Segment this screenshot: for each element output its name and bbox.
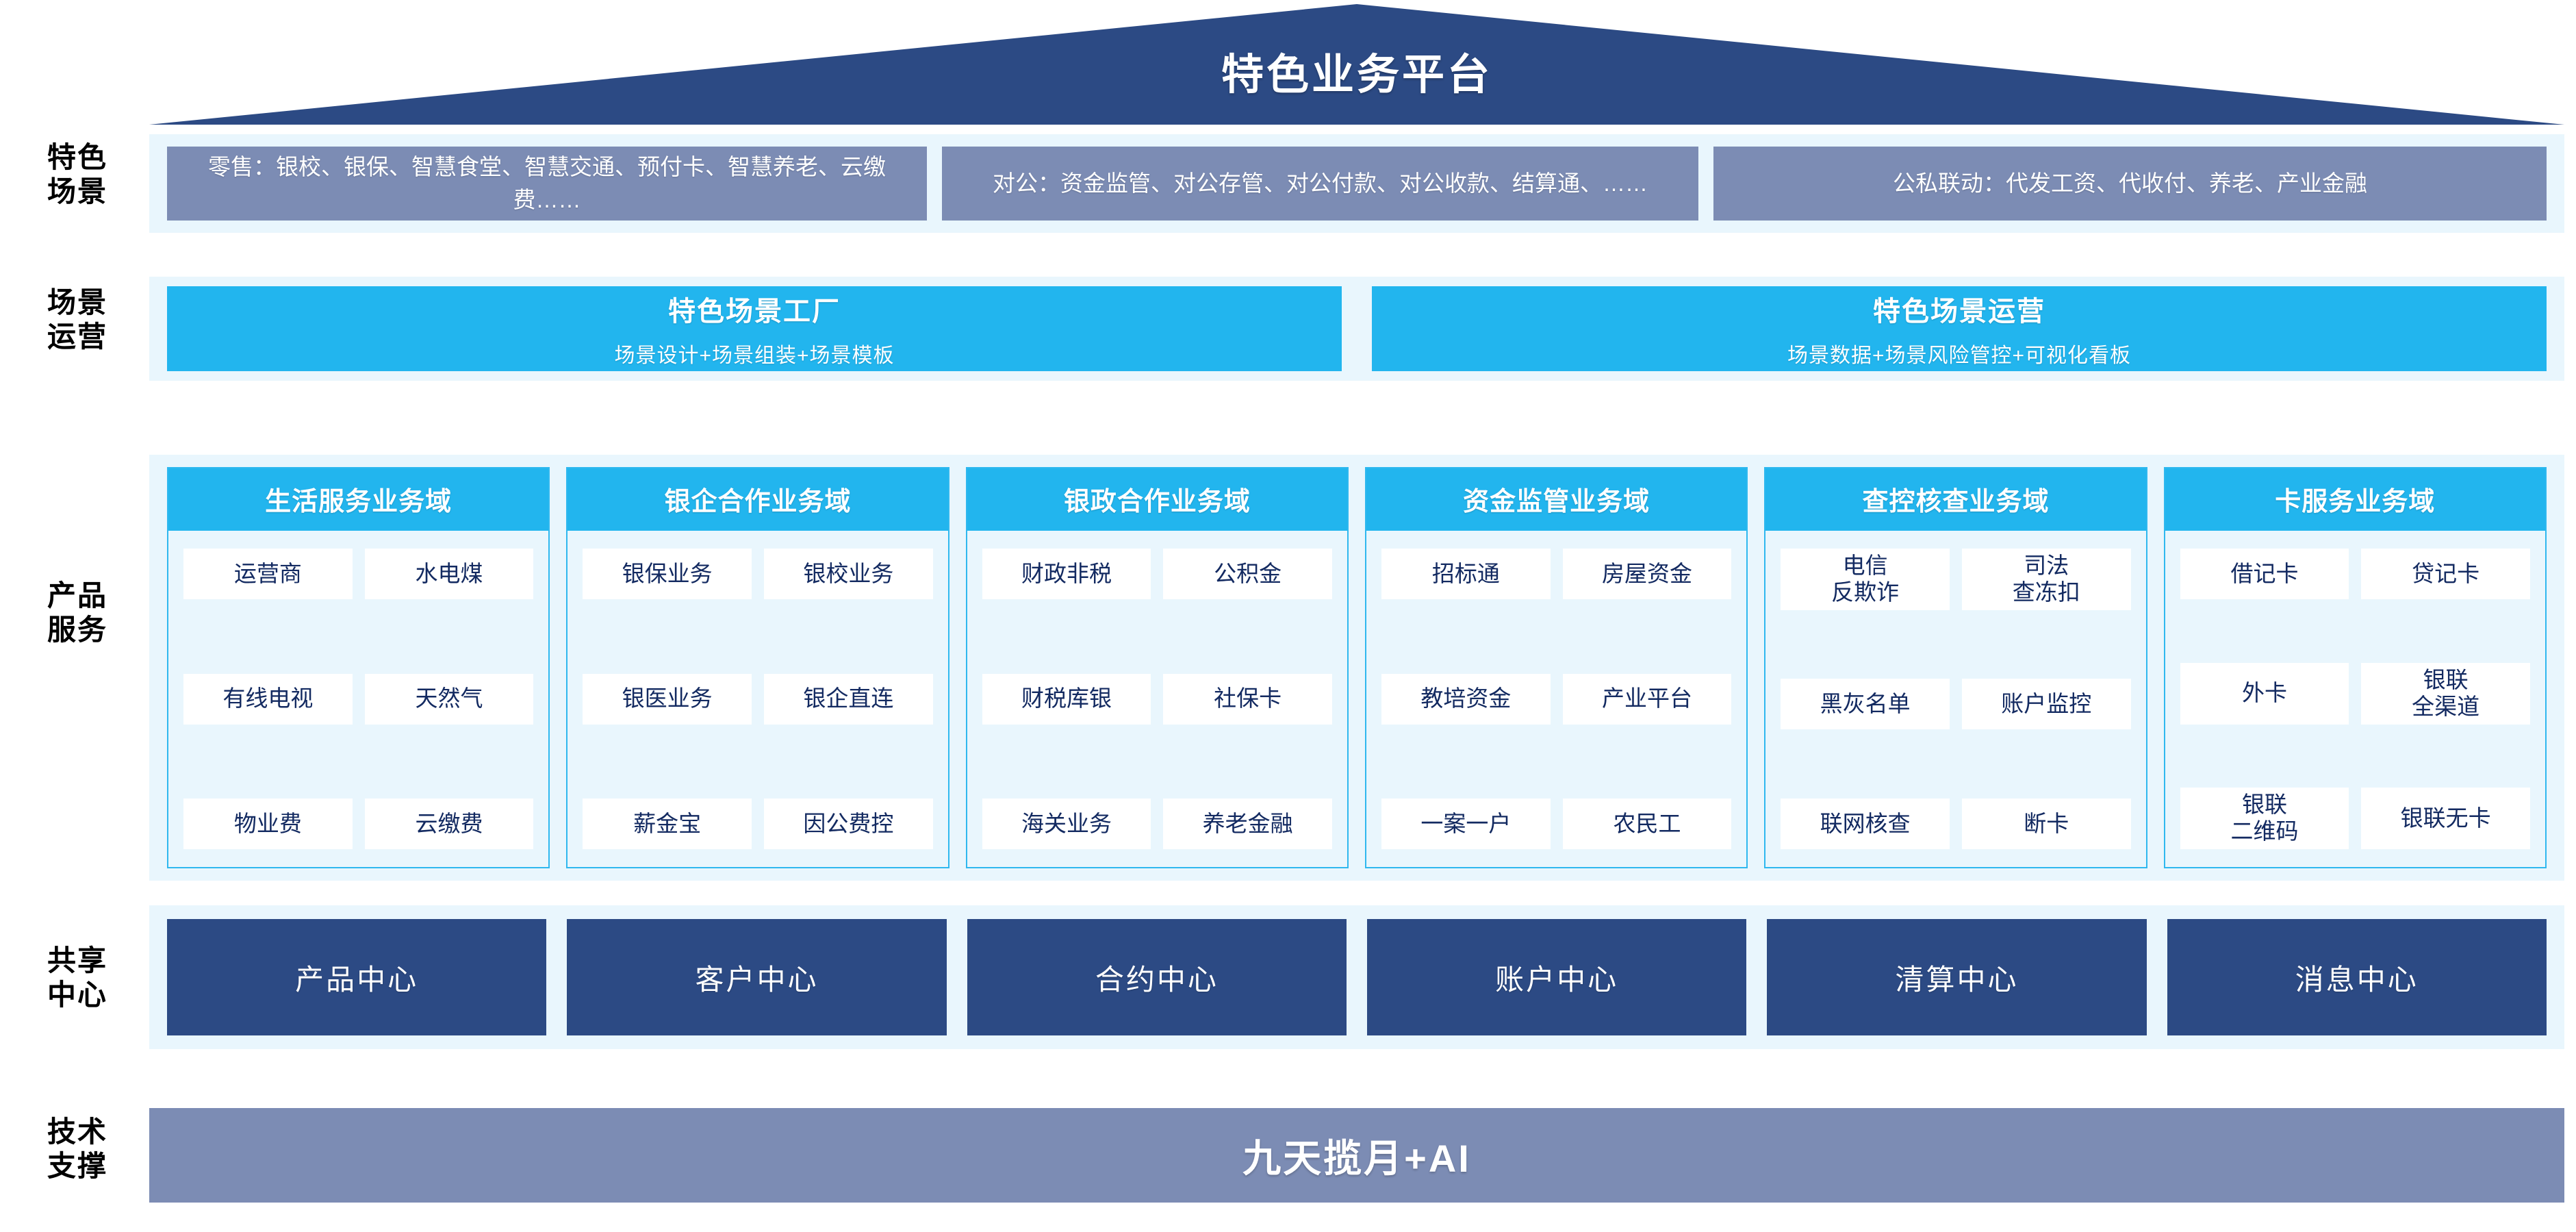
roof-shape — [149, 4, 2564, 125]
product-chip[interactable]: 公积金 — [1163, 549, 1332, 599]
product-chip[interactable]: 借记卡 — [2180, 549, 2349, 599]
product-chip[interactable]: 有线电视 — [183, 673, 353, 725]
product-chip[interactable]: 产业平台 — [1562, 673, 1732, 725]
product-chip[interactable]: 黑灰名单 — [1781, 679, 1950, 730]
scenario-card-text: 公私联动：代发工资、代收付、养老、产业金融 — [1893, 171, 2367, 197]
product-services-band: 生活服务业务域 运营商 水电煤 有线电视 天然气 物业费 云缴费 银企合作业务域… — [149, 455, 2564, 881]
shared-center-product[interactable]: 产品中心 — [167, 919, 547, 1035]
domain-card-fund-supervision[interactable]: 资金监管业务域 招标通 房屋资金 教培资金 产业平台 一案一户 农民工 — [1364, 467, 1748, 868]
tech-support-bar[interactable]: 九天揽月+AI — [149, 1108, 2564, 1203]
product-chip[interactable]: 银医业务 — [583, 673, 752, 725]
product-chip[interactable]: 养老金融 — [1163, 799, 1332, 849]
rail-label-product-services: 产品 服务 — [12, 579, 142, 646]
shared-center-label: 清算中心 — [1895, 963, 2019, 996]
rail-label-tech-support: 技术 支撑 — [12, 1115, 142, 1183]
scenario-operations-band: 特色场景工厂 场景设计+场景组装+场景模板 特色场景运营 场景数据+场景风险管控… — [149, 277, 2564, 381]
product-chip[interactable]: 云缴费 — [364, 799, 534, 849]
product-chip[interactable]: 贷记卡 — [2361, 549, 2530, 599]
operations-card-subtitle: 场景数据+场景风险管控+可视化看板 — [1787, 344, 2132, 367]
product-chip[interactable]: 账户监控 — [1961, 679, 2131, 730]
domain-chip-grid: 运营商 水电煤 有线电视 天然气 物业费 云缴费 — [168, 531, 548, 867]
product-chip[interactable]: 银联 全渠道 — [2361, 662, 2530, 725]
rail-label-special-scenarios: 特色 场景 — [12, 140, 142, 208]
operations-card-scenario-operation[interactable]: 特色场景运营 场景数据+场景风险管控+可视化看板 — [1372, 286, 2547, 371]
shared-center-label: 产品中心 — [295, 963, 419, 996]
domain-title: 卡服务业务域 — [2165, 468, 2545, 531]
domain-chip-grid: 银保业务 银校业务 银医业务 银企直连 薪金宝 因公费控 — [568, 531, 947, 867]
product-chip[interactable]: 联网核查 — [1781, 799, 1950, 849]
operations-card-title: 特色场景运营 — [1873, 297, 2045, 327]
product-chip[interactable]: 薪金宝 — [583, 799, 752, 849]
scenario-card-text: 零售：银校、银保、智慧食堂、智慧交通、预付卡、智慧养老、云缴费…… — [208, 154, 886, 212]
shared-center-clearing[interactable]: 清算中心 — [1767, 919, 2147, 1035]
domain-chip-grid: 招标通 房屋资金 教培资金 产业平台 一案一户 农民工 — [1366, 531, 1746, 867]
product-chip[interactable]: 招标通 — [1381, 549, 1551, 599]
domain-card-life-services[interactable]: 生活服务业务域 运营商 水电煤 有线电视 天然气 物业费 云缴费 — [167, 467, 550, 868]
shared-center-label: 消息中心 — [2295, 963, 2419, 996]
scenario-card-corporate[interactable]: 对公：资金监管、对公存管、对公付款、对公收款、结算通、…… — [942, 147, 1698, 221]
product-chip[interactable]: 农民工 — [1562, 799, 1732, 849]
scenario-card-retail[interactable]: 零售：银校、银保、智慧食堂、智慧交通、预付卡、智慧养老、云缴费…… — [167, 147, 927, 221]
platform-roof: 特色业务平台 — [149, 4, 2564, 127]
product-chip[interactable]: 银联无卡 — [2361, 788, 2530, 849]
shared-center-message[interactable]: 消息中心 — [2167, 919, 2547, 1035]
product-chip[interactable]: 运营商 — [183, 549, 353, 599]
rail-label-shared-centers: 共享 中心 — [12, 944, 142, 1011]
domain-title: 生活服务业务域 — [168, 468, 549, 531]
product-chip[interactable]: 物业费 — [183, 799, 353, 849]
tech-support-label: 九天揽月+AI — [1242, 1136, 1471, 1180]
domain-card-card-services[interactable]: 卡服务业务域 借记卡 贷记卡 外卡 银联 全渠道 银联 二维码 银联无卡 — [2163, 467, 2547, 868]
product-chip[interactable]: 房屋资金 — [1562, 549, 1732, 599]
shared-center-label: 账户中心 — [1495, 963, 1619, 996]
domain-title: 查控核查业务域 — [1765, 468, 2146, 531]
operations-card-scenario-factory[interactable]: 特色场景工厂 场景设计+场景组装+场景模板 — [167, 286, 1342, 371]
operations-card-subtitle: 场景设计+场景组装+场景模板 — [614, 344, 895, 367]
domain-card-investigation-verification[interactable]: 查控核查业务域 电信 反欺诈 司法 查冻扣 黑灰名单 账户监控 联网核查 断卡 — [1764, 467, 2147, 868]
product-chip[interactable]: 海关业务 — [982, 799, 1151, 849]
special-scenarios-band: 零售：银校、银保、智慧食堂、智慧交通、预付卡、智慧养老、云缴费…… 对公：资金监… — [149, 134, 2564, 233]
product-chip[interactable]: 银校业务 — [763, 549, 933, 599]
domain-chip-grid: 电信 反欺诈 司法 查冻扣 黑灰名单 账户监控 联网核查 断卡 — [1765, 531, 2145, 867]
domain-card-bank-government[interactable]: 银政合作业务域 财政非税 公积金 财税库银 社保卡 海关业务 养老金融 — [965, 467, 1349, 868]
product-chip[interactable]: 司法 查冻扣 — [1961, 549, 2131, 610]
product-chip[interactable]: 一案一户 — [1381, 799, 1551, 849]
domain-card-bank-enterprise[interactable]: 银企合作业务域 银保业务 银校业务 银医业务 银企直连 薪金宝 因公费控 — [566, 467, 949, 868]
domain-chip-grid: 财政非税 公积金 财税库银 社保卡 海关业务 养老金融 — [967, 531, 1347, 867]
shared-center-label: 客户中心 — [695, 963, 819, 996]
shared-centers-band: 产品中心 客户中心 合约中心 账户中心 清算中心 消息中心 — [149, 905, 2564, 1049]
scenario-card-text: 对公：资金监管、对公存管、对公付款、对公收款、结算通、…… — [993, 171, 1648, 197]
rail-label-text: 产品 服务 — [47, 579, 107, 646]
operations-card-title: 特色场景工厂 — [668, 297, 841, 327]
rail-label-text: 场景 运营 — [47, 286, 107, 353]
product-chip[interactable]: 因公费控 — [763, 799, 933, 849]
product-chip[interactable]: 财政非税 — [982, 549, 1151, 599]
rail-label-text: 技术 支撑 — [47, 1116, 107, 1182]
product-chip[interactable]: 银保业务 — [583, 549, 752, 599]
shared-center-label: 合约中心 — [1095, 963, 1219, 996]
product-chip[interactable]: 断卡 — [1961, 799, 2131, 849]
shared-center-account[interactable]: 账户中心 — [1366, 919, 1747, 1035]
product-chip[interactable]: 银联 二维码 — [2180, 788, 2349, 849]
rail-label-scenario-operations: 场景 运营 — [12, 286, 142, 353]
product-chip[interactable]: 社保卡 — [1163, 673, 1332, 725]
rail-label-text: 共享 中心 — [47, 944, 107, 1011]
product-chip[interactable]: 银企直连 — [763, 673, 933, 725]
product-chip[interactable]: 水电煤 — [364, 549, 534, 599]
shared-center-contract[interactable]: 合约中心 — [967, 919, 1347, 1035]
rail-label-text: 特色 场景 — [47, 141, 107, 208]
product-chip[interactable]: 电信 反欺诈 — [1781, 549, 1950, 610]
domain-chip-grid: 借记卡 贷记卡 外卡 银联 全渠道 银联 二维码 银联无卡 — [2165, 531, 2545, 867]
domain-title: 银企合作业务域 — [568, 468, 948, 531]
product-chip[interactable]: 外卡 — [2180, 662, 2349, 725]
page-title: 特色业务平台 — [1221, 51, 1492, 99]
scenario-card-public-private-linkage[interactable]: 公私联动：代发工资、代收付、养老、产业金融 — [1713, 147, 2547, 221]
product-chip[interactable]: 天然气 — [364, 673, 534, 725]
product-chip[interactable]: 教培资金 — [1381, 673, 1551, 725]
product-chip[interactable]: 财税库银 — [982, 673, 1151, 725]
domain-title: 资金监管业务域 — [1366, 468, 1747, 531]
domain-title: 银政合作业务域 — [967, 468, 1347, 531]
shared-center-customer[interactable]: 客户中心 — [567, 919, 947, 1035]
